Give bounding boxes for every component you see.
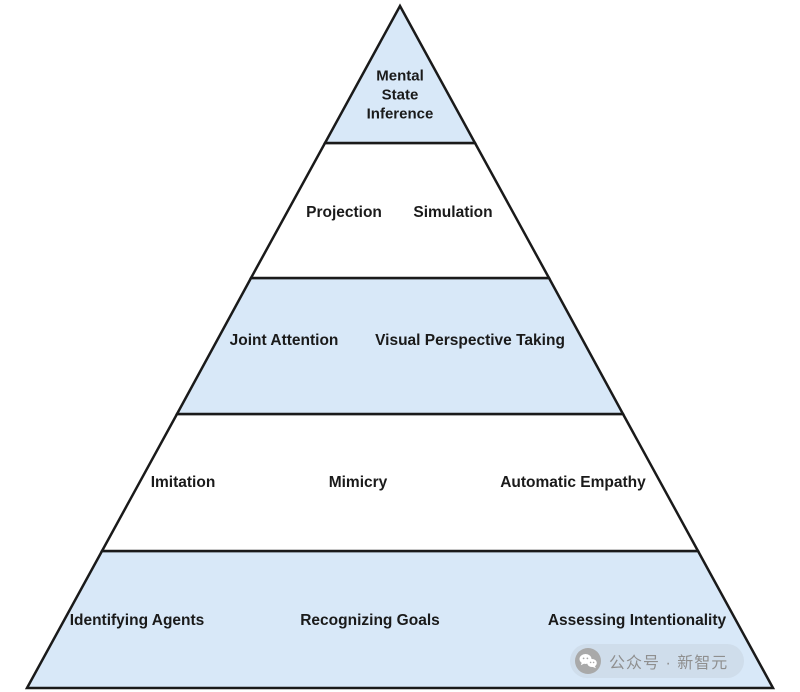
pyramid-level-5-shape <box>322 3 478 145</box>
label-automatic-empathy: Automatic Empathy <box>500 474 646 491</box>
label-assessing-intentionality: Assessing Intentionality <box>547 612 727 629</box>
watermark: 公众号 · 新智元 <box>570 644 745 678</box>
label-mimicry: Mimicry <box>328 474 388 491</box>
label-identifying-agents: Identifying Agents <box>69 612 205 629</box>
label-visual-perspective-taking: Visual Perspective Taking <box>375 332 565 349</box>
label-joint-attention: Joint Attention <box>229 332 339 349</box>
wechat-icon <box>575 648 601 674</box>
label-imitation: Imitation <box>150 474 216 491</box>
label-projection: Projection <box>306 204 382 221</box>
label-mental-state-inference: Mental State Inference <box>366 67 434 123</box>
pyramid-level-4-shape <box>248 141 552 280</box>
label-recognizing-goals: Recognizing Goals <box>300 612 440 629</box>
watermark-text: 公众号 · 新智元 <box>609 655 729 672</box>
label-simulation: Simulation <box>413 204 493 221</box>
